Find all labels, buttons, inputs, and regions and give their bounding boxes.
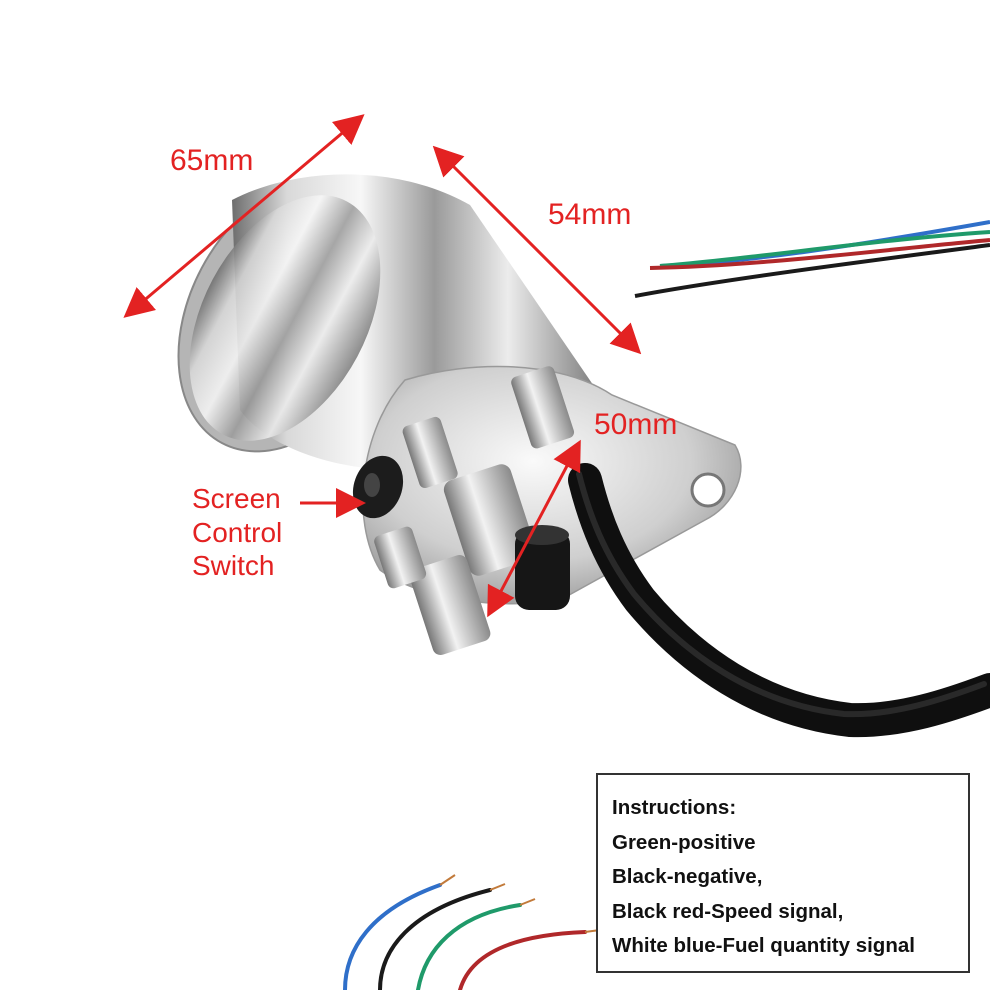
length-dimension-label: 54mm <box>548 198 632 231</box>
length-arrow <box>432 145 642 355</box>
mount-dimension-label: 50mm <box>594 408 678 441</box>
instructions-line-black-red: Black red-Speed signal, <box>612 899 844 923</box>
instructions-line-green: Green-positive <box>612 830 756 854</box>
instructions-line-black: Black-negative, <box>612 865 763 888</box>
width-dimension-label: 65mm <box>170 144 254 177</box>
wire-ends-top <box>634 220 990 298</box>
switch-callout: Screen Control Switch <box>192 482 282 583</box>
sensor-cap <box>515 525 570 610</box>
wire-ends-bottom <box>343 883 587 990</box>
mount-arrow <box>487 439 581 618</box>
instructions-line-white-blue: White blue-Fuel quantity signal <box>612 934 915 957</box>
instructions-title: Instructions: <box>612 796 737 819</box>
switch-callout-line3: Switch <box>192 550 275 582</box>
switch-callout-line2: Control <box>192 516 283 548</box>
width-arrow <box>123 114 365 318</box>
copper-strands <box>439 874 601 933</box>
switch-callout-line1: Screen <box>192 483 281 514</box>
instructions-box: Instructions: Green-positive Black-negat… <box>596 773 970 973</box>
